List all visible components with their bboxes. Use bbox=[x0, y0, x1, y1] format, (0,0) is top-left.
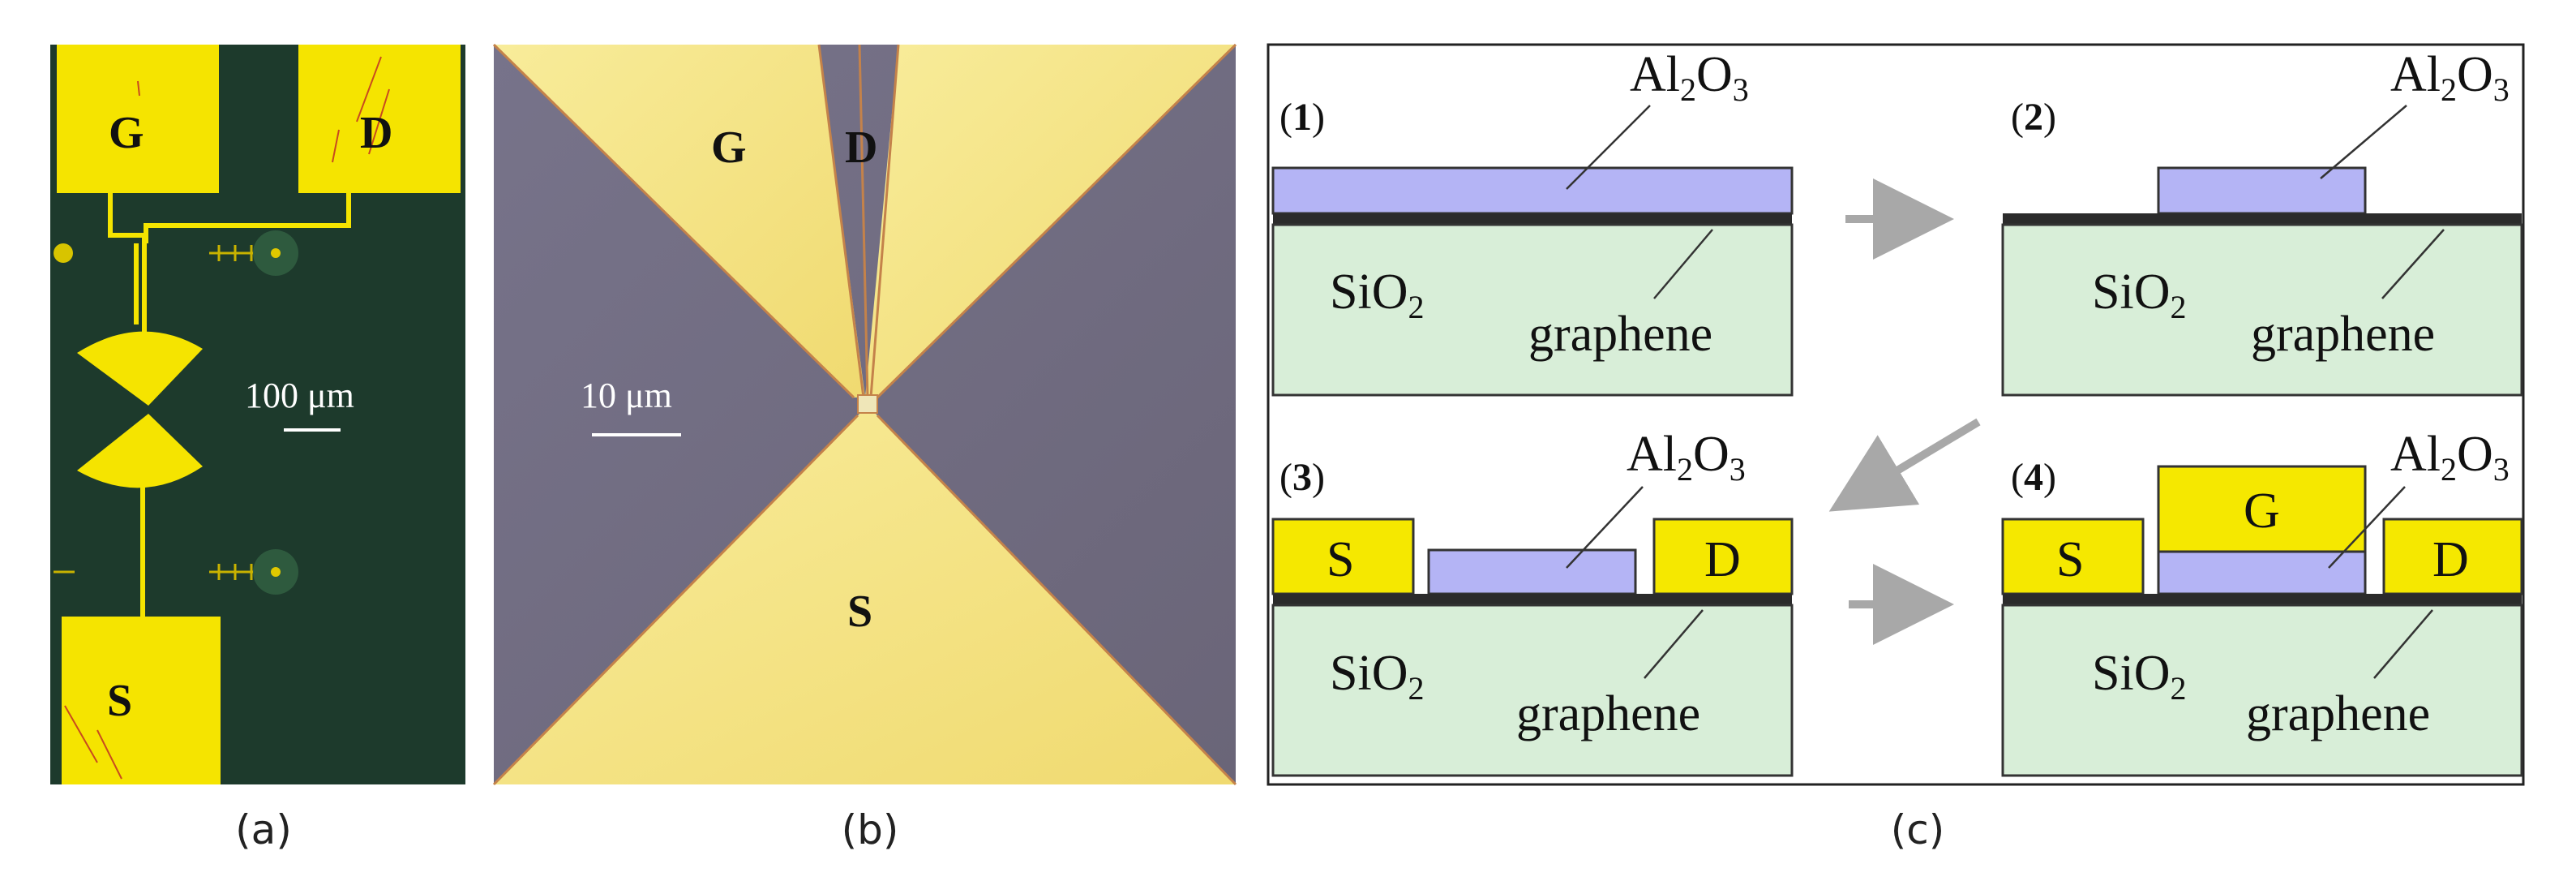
drain-label: D bbox=[2432, 532, 2469, 587]
panel-c: (1) Al2O3 SiO2 graphene (2) Al2O3 SiO2 g… bbox=[1267, 43, 2525, 853]
source-contact bbox=[1271, 518, 1415, 595]
substrate-label: SiO2 bbox=[2092, 264, 2186, 325]
arrow-2-to-3 bbox=[1828, 418, 1981, 512]
step-1: (1) Al2O3 SiO2 graphene bbox=[1271, 47, 1794, 397]
graphene-layer bbox=[2003, 213, 2522, 225]
drain-pad-label: D bbox=[360, 108, 392, 158]
substrate bbox=[2001, 223, 2523, 397]
substrate-label: SiO2 bbox=[1330, 646, 1424, 707]
step-number: (4) bbox=[2011, 456, 2056, 499]
electrode-edges bbox=[492, 43, 1237, 786]
panel-b: G D S 10 μm (b) bbox=[492, 43, 1237, 853]
step-2: (2) Al2O3 SiO2 graphene bbox=[2001, 47, 2523, 397]
drain-label: D bbox=[845, 122, 877, 173]
oxide-leader bbox=[1566, 486, 1644, 569]
oxide-layer bbox=[1427, 548, 1637, 595]
graphene-label: graphene bbox=[1516, 686, 1700, 741]
gate-label: G bbox=[2244, 483, 2280, 539]
graphene-label: graphene bbox=[2251, 307, 2435, 362]
step-3: (3) S D Al2O3 SiO2 graphene bbox=[1271, 427, 1794, 777]
gate-contact bbox=[2157, 465, 2367, 553]
oxide-label: Al2O3 bbox=[1630, 47, 1749, 108]
scale-bar-label: 10 μm bbox=[581, 376, 672, 415]
oxide-label: Al2O3 bbox=[2390, 47, 2510, 108]
oxide-leader bbox=[1566, 105, 1651, 190]
source-pad-label: S bbox=[107, 676, 132, 726]
substrate-label: SiO2 bbox=[2092, 646, 2186, 707]
graphene-label: graphene bbox=[1528, 307, 1712, 362]
upper-fan-electrode bbox=[77, 331, 203, 406]
oxide-leader bbox=[2328, 486, 2406, 569]
oxide-leader bbox=[2320, 105, 2407, 179]
panel-a: G D S 100 μm (a) bbox=[50, 45, 465, 853]
oxide-layer bbox=[2157, 550, 2367, 595]
graphene-leader bbox=[2373, 609, 2433, 679]
source-label: S bbox=[1327, 532, 1354, 587]
graphene-leader bbox=[1653, 229, 1713, 299]
substrate bbox=[2001, 604, 2523, 777]
graphene-layer bbox=[1273, 213, 1792, 225]
gate-pad bbox=[57, 45, 219, 193]
graphene-label: graphene bbox=[2246, 686, 2430, 741]
gate-label: G bbox=[711, 122, 747, 173]
graphene-leader bbox=[2381, 229, 2445, 299]
pad-scratches bbox=[64, 56, 390, 780]
drain-contact bbox=[1652, 518, 1794, 595]
panel-a-caption: (a) bbox=[235, 806, 292, 853]
channel-gap bbox=[857, 394, 878, 414]
oxide-label: Al2O3 bbox=[1627, 427, 1746, 488]
source-contact bbox=[2001, 518, 2145, 595]
gate-electrode-region bbox=[494, 45, 865, 398]
oxide-layer bbox=[2157, 166, 2367, 215]
panel-c-caption: (c) bbox=[1891, 806, 1945, 853]
panel-b-caption: (b) bbox=[842, 806, 899, 853]
source-electrode-region bbox=[494, 414, 1236, 784]
step-number: (1) bbox=[1279, 96, 1325, 139]
graphene-layer bbox=[1273, 594, 1792, 605]
graphene-leader bbox=[1644, 609, 1704, 679]
source-pad bbox=[62, 617, 221, 784]
step-number: (2) bbox=[2011, 96, 2056, 139]
substrate-label: SiO2 bbox=[1330, 264, 1424, 325]
source-label: S bbox=[2056, 532, 2084, 587]
substrate bbox=[1271, 223, 1794, 397]
substrate bbox=[1271, 604, 1794, 777]
step-number: (3) bbox=[1279, 456, 1325, 499]
drain-electrode-region bbox=[865, 45, 1236, 398]
graphene-layer bbox=[2003, 594, 2522, 605]
lower-fan-electrode bbox=[77, 414, 203, 488]
source-label: S bbox=[847, 587, 872, 637]
oxide-layer bbox=[1271, 166, 1794, 215]
scale-bar-label: 100 μm bbox=[245, 376, 354, 415]
oxide-label: Al2O3 bbox=[2390, 427, 2510, 488]
drain-label: D bbox=[1704, 532, 1741, 587]
step-4: (4) S G D Al2O3 SiO2 graphene bbox=[2001, 427, 2523, 777]
alignment-marks bbox=[54, 230, 298, 595]
gate-pad-label: G bbox=[109, 108, 144, 158]
